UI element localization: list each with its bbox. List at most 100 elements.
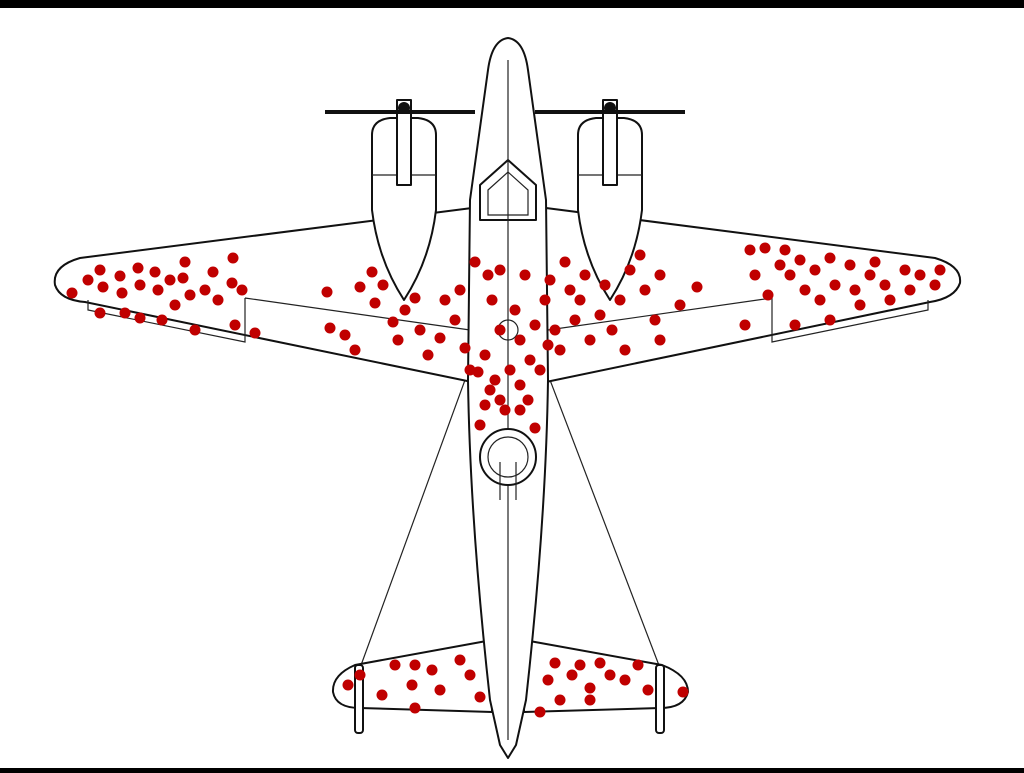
bullet-hit-dot xyxy=(824,252,836,264)
bullet-hit-dot xyxy=(454,654,466,666)
bullet-hit-dot xyxy=(177,272,189,284)
bullet-hit-dot xyxy=(207,266,219,278)
bullet-hit-dot xyxy=(489,374,501,386)
bullet-hit-dot xyxy=(739,319,751,331)
bullet-hit-dot xyxy=(864,269,876,281)
bullet-hit-dot xyxy=(482,269,494,281)
bullet-hit-dot xyxy=(494,394,506,406)
bullet-hit-dot xyxy=(554,344,566,356)
bullet-hit-dot xyxy=(132,262,144,274)
bullet-hit-dot xyxy=(584,682,596,694)
bullet-hit-dot xyxy=(784,269,796,281)
bullet-hit-dot xyxy=(854,299,866,311)
bullet-hit-dot xyxy=(249,327,261,339)
bullet-hit-dot xyxy=(762,289,774,301)
bullet-hit-dot xyxy=(674,299,686,311)
bullet-hit-dot xyxy=(929,279,941,291)
bullet-hit-dot xyxy=(434,684,446,696)
bullet-hit-dot xyxy=(534,364,546,376)
bullet-hit-dot xyxy=(119,307,131,319)
bullet-hit-dot xyxy=(484,384,496,396)
bullet-hit-dot xyxy=(524,354,536,366)
bullet-hit-dot xyxy=(519,269,531,281)
bullet-hit-dot xyxy=(387,316,399,328)
bullet-hit-dot xyxy=(574,659,586,671)
bullet-hit-dot xyxy=(409,292,421,304)
bullet-hit-dot xyxy=(549,657,561,669)
bottom-frame-bar xyxy=(0,768,1024,773)
bullet-hit-dot xyxy=(514,334,526,346)
bullet-hit-dot xyxy=(229,319,241,331)
bullet-hit-dot xyxy=(342,679,354,691)
bullet-hit-dot xyxy=(324,322,336,334)
bullet-hit-dot xyxy=(529,319,541,331)
bullet-hit-dot xyxy=(554,694,566,706)
bullet-hit-dot xyxy=(869,256,881,268)
bullet-hit-dot xyxy=(642,684,654,696)
bullet-hit-dot xyxy=(464,669,476,681)
bullet-hit-dot xyxy=(904,284,916,296)
bullet-hit-dot xyxy=(94,307,106,319)
bullet-hit-dot xyxy=(632,659,644,671)
bullet-hit-dot xyxy=(599,279,611,291)
right-wing xyxy=(545,207,962,383)
bullet-hit-dot xyxy=(409,659,421,671)
bullet-hit-dot xyxy=(494,324,506,336)
aileron-lines xyxy=(87,297,929,343)
bullet-hit-dot xyxy=(799,284,811,296)
left-wing xyxy=(53,207,473,383)
bullet-hit-dot xyxy=(499,404,511,416)
bullet-hit-dot xyxy=(814,294,826,306)
bullet-hit-dot xyxy=(809,264,821,276)
bullet-hit-dot xyxy=(454,284,466,296)
bullet-hit-dot xyxy=(514,404,526,416)
bullet-hit-dot xyxy=(406,679,418,691)
bullet-hit-dot xyxy=(549,324,561,336)
bullet-hit-dot xyxy=(606,324,618,336)
bullet-hit-dot xyxy=(614,294,626,306)
bullet-hit-dot xyxy=(321,286,333,298)
bullet-hit-dot xyxy=(654,269,666,281)
bullet-hit-dot xyxy=(584,334,596,346)
bullet-hit-dot xyxy=(449,314,461,326)
bullet-hit-dot xyxy=(494,264,506,276)
bullet-hit-dot xyxy=(439,294,451,306)
bullet-hit-dot xyxy=(624,264,636,276)
bullet-hit-dot xyxy=(934,264,946,276)
bullet-hit-dot xyxy=(389,659,401,671)
bullet-hit-dot xyxy=(392,334,404,346)
bullet-hit-dot xyxy=(509,304,521,316)
bullet-hit-dot xyxy=(116,287,128,299)
bullet-hit-dot xyxy=(226,277,238,289)
bullet-hit-dot xyxy=(422,349,434,361)
bullet-hit-dot xyxy=(649,314,661,326)
top-frame-bar xyxy=(0,0,1024,8)
bullet-hit-dot xyxy=(594,309,606,321)
bullet-hit-dot xyxy=(654,334,666,346)
bullet-hit-dot xyxy=(514,379,526,391)
bullet-hit-dot xyxy=(744,244,756,256)
bullet-hit-dot xyxy=(134,279,146,291)
bullet-hit-markers xyxy=(66,242,946,718)
bullet-hit-dot xyxy=(564,284,576,296)
bullet-hit-dot xyxy=(227,252,239,264)
bullet-hit-dot xyxy=(914,269,926,281)
bullet-hit-dot xyxy=(377,279,389,291)
bullet-hit-dot xyxy=(149,266,161,278)
bullet-hit-dot xyxy=(677,686,689,698)
bullet-hit-dot xyxy=(544,274,556,286)
bullet-hit-dot xyxy=(156,314,168,326)
bullet-hit-dot xyxy=(789,319,801,331)
left-engine xyxy=(371,99,437,301)
bullet-hit-dot xyxy=(542,339,554,351)
bullet-hit-dot xyxy=(639,284,651,296)
bullet-hit-dot xyxy=(584,694,596,706)
bullet-hit-dot xyxy=(426,664,438,676)
bullet-hit-dot xyxy=(619,674,631,686)
bullet-hit-dot xyxy=(522,394,534,406)
bullet-hit-dot xyxy=(199,284,211,296)
bullet-hit-dot xyxy=(486,294,498,306)
bullet-hit-dot xyxy=(189,324,201,336)
bullet-hit-dot xyxy=(579,269,591,281)
